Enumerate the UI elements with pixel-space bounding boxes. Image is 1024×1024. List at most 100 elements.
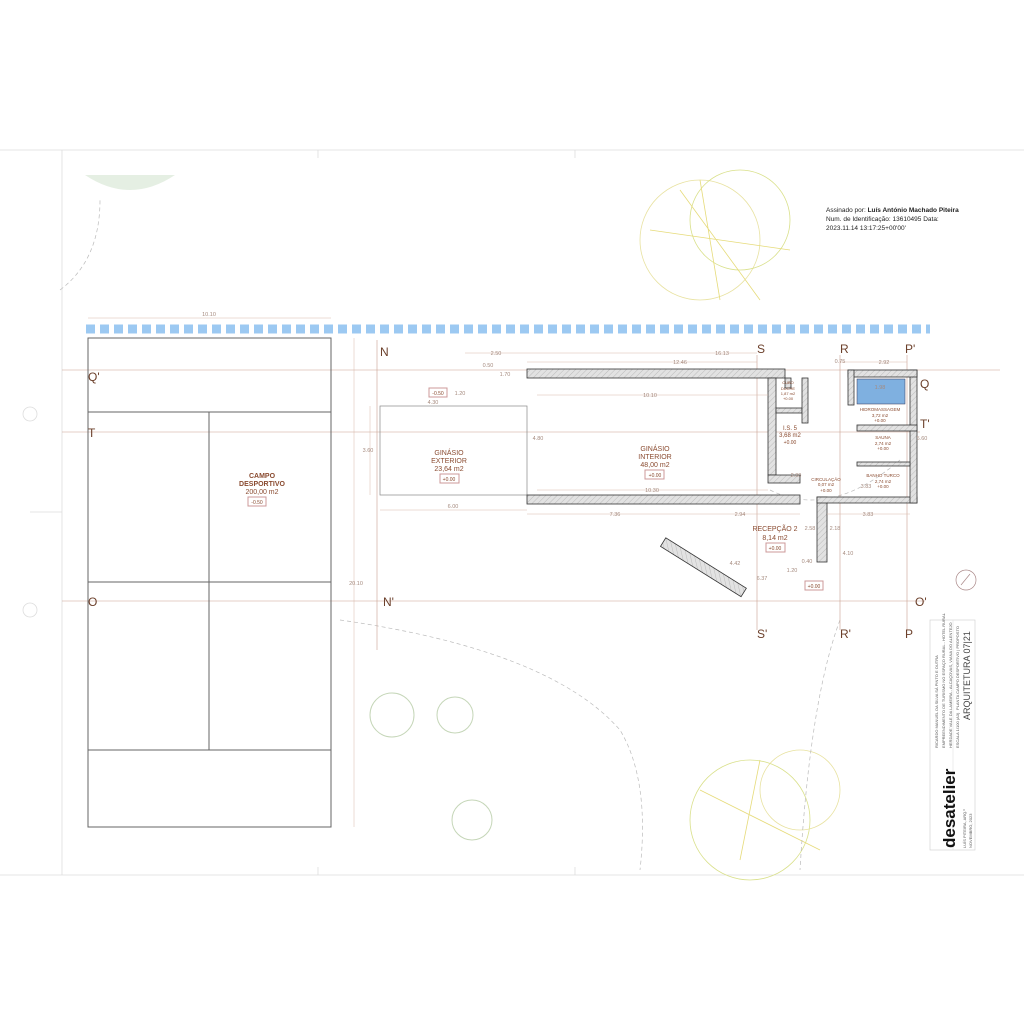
room-name: GINÁSIO [640,444,670,453]
dimension-label: 12.46 [673,360,687,366]
walls [526,368,918,598]
level-tag: +0.00 [877,484,889,489]
dimension-label: 0.40 [802,559,813,565]
grid-label-q: Q [920,377,929,391]
author: LUÍS PITEIRA, ARQ.º [962,809,967,848]
room-area: 48,00 m2 [640,462,669,469]
dimension-label: 0.50 [483,363,494,369]
dimension-label: 2.00 [791,473,802,479]
dimension-label: 4.80 [533,436,544,442]
dimension-label: 4.42 [730,561,741,567]
room-name: CUBO [782,380,794,385]
room-ginasio-exterior: GINÁSIO EXTERIOR 23,64 m2 +0.00 [431,448,467,484]
room-circulacao: CIRCULAÇÃO 0,07 m2 +0.00 [811,476,841,493]
signature-datetime: 2023.11.14 13:17:25+00'00' [826,225,906,232]
room-area: 1,87 m2 [781,391,796,396]
dimension-label: 1.20 [455,391,466,397]
room-area: 23,64 m2 [434,466,463,473]
dimension-label: 2.92 [879,360,890,366]
room-area: 8,14 m2 [762,535,787,542]
room-is5: I.S. 5 3,68 m2 +0.00 [779,426,801,446]
grid-label-n: N [380,345,389,359]
grid-label-p-prime: P' [905,342,915,356]
room-area: 2,74 m2 [875,441,892,446]
room-name: INTERIOR [638,454,671,461]
room-name: EXTERIOR [431,458,467,465]
client-name: RICARDO MANUEL DA SILVA SÁ PINTO E OUTRA [934,655,939,748]
grid-label-r: R [840,342,849,356]
room-name: RECEPÇÃO 2 [752,524,797,533]
room-area: 3,68 m2 [779,433,801,439]
room-name: SAUNA [875,435,891,440]
dimension-label: 16.13 [715,351,729,357]
room-rececao: RECEPÇÃO 2 8,14 m2 +0.00 [752,524,798,553]
room-area: 2,74 m2 [875,479,892,484]
level-tag: +0.00 [649,473,662,479]
dimension-lines [88,317,910,827]
grid-label-q-prime: Q' [88,370,100,384]
room-area: 3,72 m2 [872,413,889,418]
grid-label-t: T [88,426,96,440]
dimension-label: 1.98 [875,385,886,391]
dimension-label: 1.20 [787,568,798,574]
room-name: DESPORTIVO [239,481,285,488]
campo-desportivo-outline [87,337,332,828]
sheet-number: ARQUITETURA 07|21 [962,631,972,720]
dimension-label: 7.36 [610,512,621,518]
ginasio-exterior-outline [379,405,528,496]
level-tag: +0.00 [769,546,782,552]
level-tag-outside: +0.00 [808,584,821,590]
room-name: CAMPO [249,473,276,480]
signature-label: Assinado por: [826,207,866,214]
room-name: BANHO TURCO [866,473,900,478]
room-ginasio-interior: GINÁSIO INTERIOR 48,00 m2 +0.00 [638,444,672,480]
grid-label-s-prime: S' [757,627,767,641]
dimension-label: 10.10 [202,312,216,318]
dimension-label: 2.50 [491,351,502,357]
signature-id: Num. de Identificação: 13610495 Data: [826,216,939,223]
room-area: 0,07 m2 [818,482,835,487]
tree-canopy-top [85,169,841,881]
level-tag-steps: -0.50 [432,391,444,397]
room-name: I.S. 5 [783,426,798,432]
drawing-title: PLANTA CAMPO DESPORTIVO | PROPOSTO [955,626,960,710]
dimension-label: 10.10 [643,393,657,399]
grid-label-s: S [757,342,765,356]
grid-label-o: O [88,595,97,609]
level-tag: +0.00 [877,446,889,451]
dimension-label: 20.10 [349,581,363,587]
room-name: CIRCULAÇÃO [811,476,841,482]
room-hidromassagem: HIDROMASSAGEM 3,72 m2 +0.00 [860,407,901,423]
shrubs [369,692,493,841]
dimension-label: 1.70 [500,372,511,378]
room-name: HIDROMASSAGEM [860,407,901,412]
hydromassage-pool [856,378,906,405]
level-tag: +0.00 [783,396,794,401]
dimension-label: 10.30 [645,488,659,494]
dimension-label: 2.58 [805,526,816,532]
north-arrow [955,569,977,591]
grid-label-o-prime: O' [915,595,927,609]
drawing-scale: ESCALA 1/100 (A3) [955,712,960,748]
level-tag: -0.50 [251,500,263,506]
dimension-label: 4.10 [843,551,854,557]
dimension-label: 6.00 [448,504,459,510]
signer-name: Luís António Machado Piteira [867,207,959,214]
dimension-label: 4.30 [428,400,439,406]
room-duche: CUBO DUCHE 1,87 m2 +0.00 [781,380,796,401]
grid-label-r-prime: R' [840,627,851,641]
drawing-date: NOVEMBRO, 2023 [968,813,973,848]
level-tag: +0.00 [443,477,456,483]
level-tag: +0.00 [874,418,886,423]
dimension-label: 2.18 [830,526,841,532]
sheet-frame [0,149,1024,876]
level-tag: +0.00 [820,488,832,493]
room-campo-desportivo: CAMPO DESPORTIVO 200,00 m2 -0.50 [239,473,285,507]
title-block: RICARDO MANUEL DA SILVA SÁ PINTO E OUTRA… [929,612,976,851]
dimension-label: 3.60 [363,448,374,454]
room-area: 200,00 m2 [245,489,278,496]
grid-label-t-prime: T' [920,417,930,431]
project-location: HERDADE VALE DA LAMEIRA - ALCAÇOVAS, VIA… [948,622,953,748]
dimension-label: 3.83 [863,512,874,518]
